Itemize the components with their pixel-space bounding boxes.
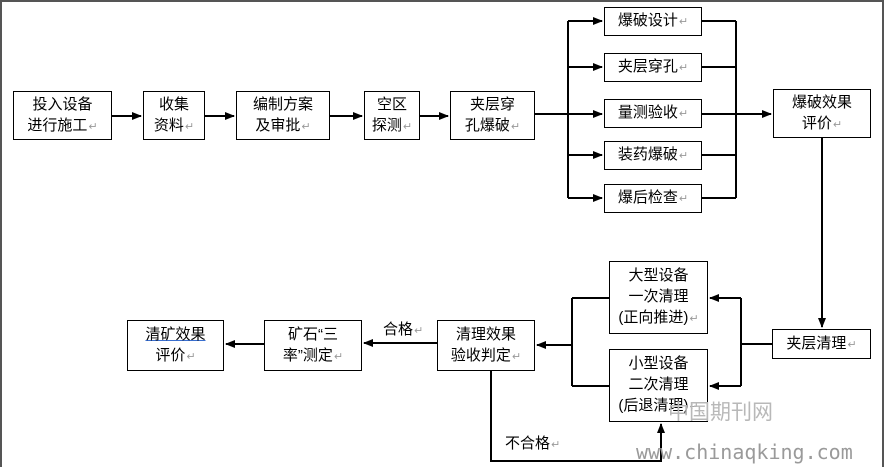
node-ore-three-rates: 矿石“三率”测定↵ <box>264 320 362 371</box>
node-line: 装药爆破 <box>617 146 678 163</box>
label-pass-text: 合格 <box>383 321 414 338</box>
return-mark: ↵ <box>689 401 699 413</box>
label-fail: 不合格↵ <box>505 432 560 453</box>
return-mark: ↵ <box>678 16 689 28</box>
label-pass: 合格↵ <box>383 318 423 339</box>
node-interlayer-drilling: 夹层穿孔↵ <box>604 53 702 82</box>
node-line: 量测验收 <box>617 104 678 121</box>
node-line: (正向推进) <box>618 309 689 326</box>
return-mark: ↵ <box>678 193 689 205</box>
return-mark: ↵ <box>301 120 311 133</box>
return-mark: ↵ <box>402 120 413 133</box>
node-line: 投入设备 <box>32 95 93 113</box>
node-cleanup-acceptance: 清理效果验收判定↵ <box>437 320 535 371</box>
watermark-url: www.chinaqking.com <box>636 440 853 464</box>
node-blast-design: 爆破设计↵ <box>604 7 702 36</box>
return-mark: ↵ <box>832 118 843 131</box>
return-mark: ↵ <box>847 338 857 351</box>
label-fail-text: 不合格 <box>505 435 551 452</box>
node-collect-data: 收集资料↵ <box>143 91 205 140</box>
return-mark: ↵ <box>184 120 195 133</box>
watermark-cn: 中国期刊网 <box>668 400 773 424</box>
node-line: 评价 <box>801 114 832 132</box>
return-mark: ↵ <box>551 439 561 451</box>
node-line: (后退清理) <box>618 397 689 414</box>
return-mark: ↵ <box>678 150 689 162</box>
node-line: 收集 <box>158 95 189 113</box>
node-line: 爆后检查 <box>617 189 678 206</box>
node-small-equipment-cleanup: 小型设备二次清理 (后退清理)↵ <box>609 349 708 422</box>
return-mark: ↵ <box>511 350 522 363</box>
node-line: 爆破设计 <box>617 12 678 29</box>
node-line: 探测 <box>371 116 402 134</box>
node-line: 编制方案 <box>252 95 313 113</box>
node-line: 率”测定 <box>282 346 333 364</box>
node-line: 大型设备 <box>628 267 689 284</box>
node-line: 夹层穿孔 <box>617 58 678 75</box>
return-mark: ↵ <box>186 350 196 363</box>
node-line: 矿石“三 <box>288 325 338 343</box>
node-line: 夹层穿 <box>469 95 515 113</box>
return-mark: ↵ <box>510 120 521 133</box>
frame-left-border <box>0 0 2 467</box>
node-charge-blast: 装药爆破↵ <box>604 141 702 170</box>
node-ore-clearing-evaluation: 清矿效果评价↵ <box>127 320 224 371</box>
node-line: 评价 <box>155 346 186 364</box>
node-line: 进行施工 <box>27 116 88 134</box>
node-line: 空区 <box>376 95 407 113</box>
return-mark: ↵ <box>689 313 699 325</box>
node-line: 二次清理 <box>628 376 689 393</box>
node-line: 验收判定 <box>450 346 511 364</box>
node-measure-acceptance: 量测验收↵ <box>604 99 702 128</box>
node-line: 孔爆破 <box>464 116 510 134</box>
node-interlayer-blasting: 夹层穿孔爆破↵ <box>450 91 535 140</box>
node-line: 清理效果 <box>455 325 516 343</box>
return-mark: ↵ <box>333 350 344 363</box>
node-post-blast-check: 爆后检查↵ <box>604 184 702 213</box>
return-mark: ↵ <box>678 62 689 74</box>
arrow-fail-loop <box>490 371 665 462</box>
node-blast-evaluation: 爆破效果评价↵ <box>773 89 871 138</box>
return-mark: ↵ <box>414 325 424 337</box>
node-line: 夹层清理 <box>786 334 847 352</box>
node-line: 清矿效果 <box>145 325 206 343</box>
node-large-equipment-cleanup: 大型设备一次清理 (正向推进)↵ <box>609 261 708 334</box>
return-mark: ↵ <box>678 108 689 120</box>
node-line: 及审批 <box>255 116 301 134</box>
node-plan-approval: 编制方案及审批↵ <box>236 91 330 140</box>
frame-top-border <box>0 0 884 2</box>
node-line: 资料 <box>153 116 184 134</box>
frame-right-border <box>882 0 884 467</box>
node-cavity-detection: 空区探测↵ <box>364 91 420 140</box>
node-line: 爆破效果 <box>791 93 852 111</box>
return-mark: ↵ <box>88 120 98 133</box>
node-line: 一次清理 <box>628 288 689 305</box>
node-interlayer-cleanup: 夹层清理↵ <box>772 329 871 359</box>
node-invest-equipment: 投入设备进行施工↵ <box>13 91 112 140</box>
node-line: 小型设备 <box>628 355 689 372</box>
